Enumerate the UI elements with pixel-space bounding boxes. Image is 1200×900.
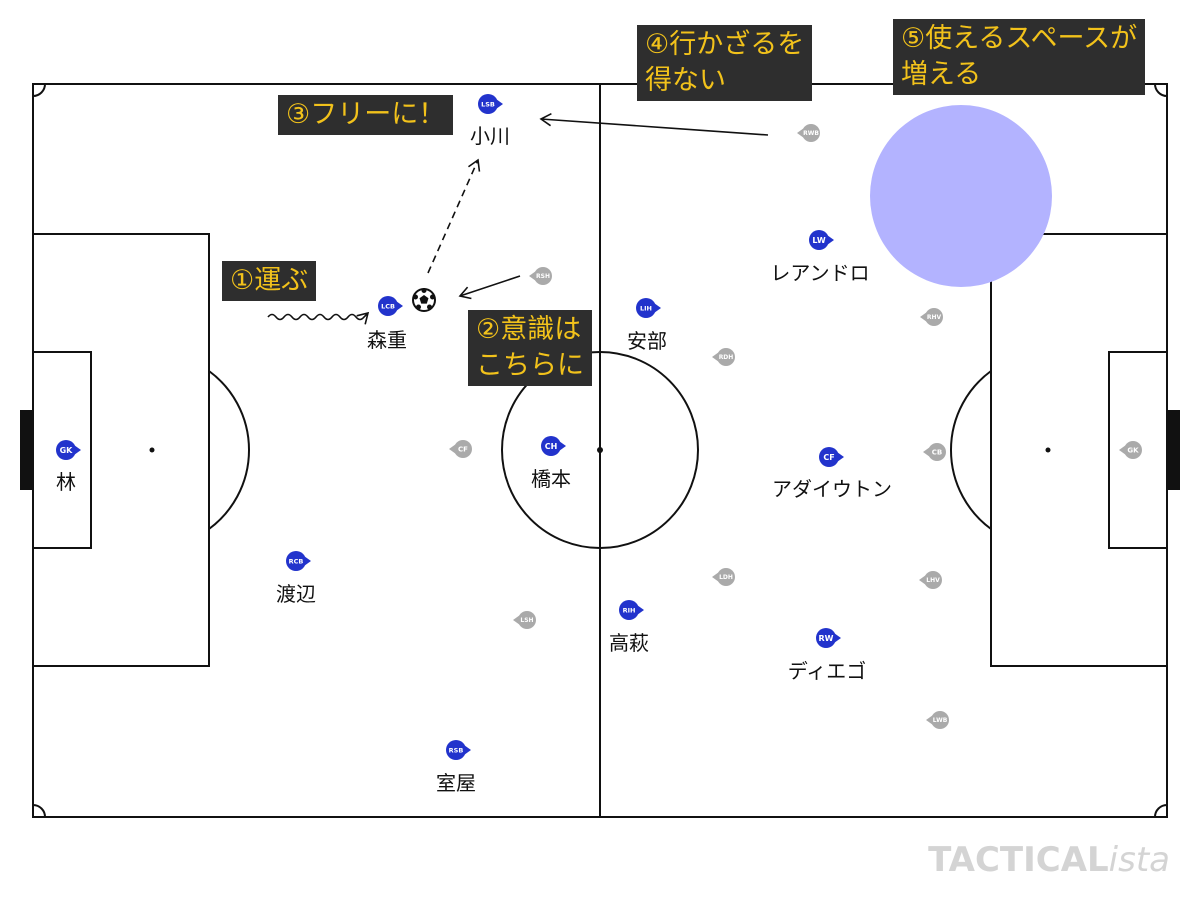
away-marker-cb: CB (923, 443, 946, 461)
away-marker-lhv: LHV (919, 571, 942, 589)
svg-text:RW: RW (819, 634, 834, 643)
right-penalty-arc (950, 370, 992, 530)
svg-text:LW: LW (812, 236, 825, 245)
player-name-rih: 高萩 (609, 631, 649, 655)
svg-text:RIH: RIH (623, 606, 636, 614)
pass-arrow-to-ogawa (427, 158, 481, 274)
svg-text:RWB: RWB (803, 130, 819, 137)
right-goal (1167, 410, 1180, 490)
svg-text:RSB: RSB (449, 746, 464, 754)
callout-space: ⑤使えるスペースが 増える (893, 19, 1146, 95)
press-arrow-rsh (458, 275, 521, 300)
player-name-rw: ディエゴ (787, 659, 867, 683)
away-marker-lwb: LWB (926, 711, 949, 729)
player-name-lih: 安部 (627, 329, 667, 353)
svg-text:CH: CH (545, 442, 558, 451)
press-arrow-rwb (539, 113, 769, 136)
svg-text:GK: GK (60, 446, 74, 455)
away-marker-rwb: RWB (797, 124, 820, 142)
home-marker-lsb: LSB (478, 94, 503, 114)
center-circle (501, 351, 699, 549)
home-marker-rw: RW (816, 628, 841, 648)
home-marker-cf: CF (819, 447, 844, 467)
player-name-ch: 橋本 (531, 467, 571, 491)
carry-dribble-arrow (267, 311, 370, 325)
home-marker-rih: RIH (619, 600, 644, 620)
home-marker-lcb: LCB (378, 296, 403, 316)
right-penalty-spot (1045, 447, 1051, 453)
away-marker-ldh: LDH (712, 568, 735, 586)
player-name-lsb: 小川 (470, 124, 510, 148)
away-marker-gk: GK (1119, 441, 1142, 459)
svg-text:LSH: LSH (520, 617, 533, 624)
svg-text:CF: CF (823, 453, 834, 462)
home-marker-rsb: RSB (446, 740, 471, 760)
home-marker-gk: GK (56, 440, 81, 460)
away-marker-cf: CF (449, 440, 472, 458)
svg-text:LHV: LHV (926, 577, 940, 584)
callout-free: ③フリーに！ (278, 95, 454, 135)
svg-text:RCB: RCB (289, 557, 304, 565)
home-marker-ch: CH (541, 436, 566, 456)
callout-attention: ②意識は こちらに (468, 310, 592, 386)
soccer-ball-icon (412, 288, 436, 312)
away-marker-rhv: RHV (920, 308, 943, 326)
left-goal (20, 410, 33, 490)
corner-arc-br (1154, 804, 1168, 818)
svg-text:LIH: LIH (640, 304, 652, 312)
svg-text:CB: CB (932, 449, 942, 457)
away-marker-lsh: LSH (513, 611, 536, 629)
home-marker-lih: LIH (636, 298, 661, 318)
svg-text:CF: CF (458, 446, 468, 454)
corner-arc-bl (32, 804, 46, 818)
svg-text:RHV: RHV (927, 314, 942, 321)
svg-text:LWB: LWB (933, 717, 948, 724)
svg-text:LCB: LCB (381, 302, 395, 310)
svg-text:LDH: LDH (719, 574, 733, 581)
away-marker-rdh: RDH (712, 348, 735, 366)
left-penalty-arc (208, 370, 250, 530)
watermark-logo: TACTICALista (928, 840, 1170, 880)
svg-text:RDH: RDH (719, 354, 734, 361)
player-name-rsb: 室屋 (436, 771, 476, 795)
away-marker-rsh: RSH (529, 267, 552, 285)
center-spot (597, 447, 603, 453)
player-name-lcb: 森重 (367, 328, 407, 352)
svg-text:LSB: LSB (481, 100, 495, 108)
player-name-lw: レアンドロ (770, 261, 870, 285)
home-marker-lw: LW (809, 230, 834, 250)
svg-text:RSH: RSH (536, 273, 550, 280)
space-zone-circle (870, 105, 1052, 287)
svg-text:GK: GK (1127, 447, 1139, 455)
home-marker-rcb: RCB (286, 551, 311, 571)
callout-forced: ④行かざるを 得ない (637, 25, 813, 101)
player-name-gk: 林 (56, 470, 76, 494)
player-name-cf: アダイウトン (772, 477, 892, 501)
corner-arc-tl (32, 83, 46, 97)
left-penalty-spot (149, 447, 155, 453)
corner-arc-tr (1154, 83, 1168, 97)
callout-carry: ①運ぶ (222, 261, 317, 301)
player-name-rcb: 渡辺 (276, 582, 316, 606)
